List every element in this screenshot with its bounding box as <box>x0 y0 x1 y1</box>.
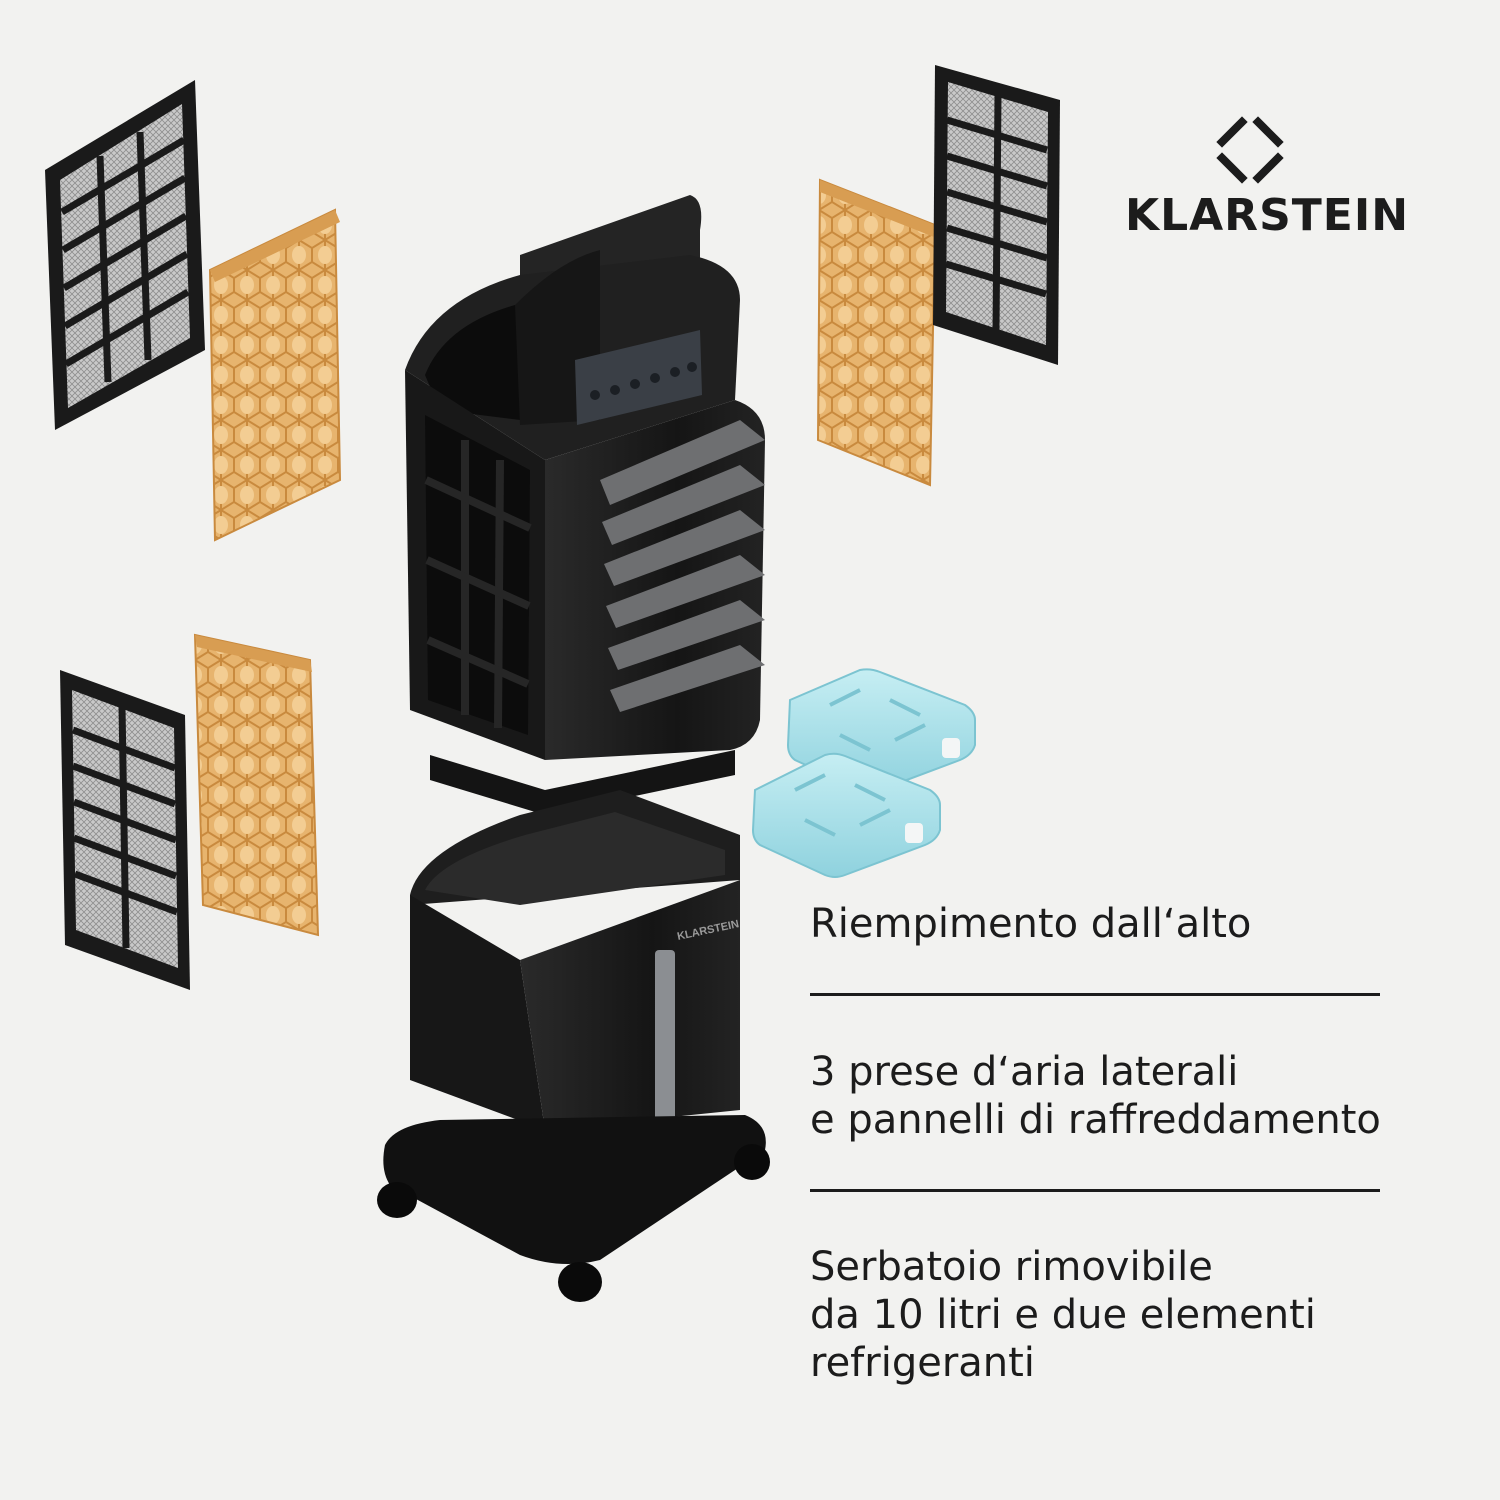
cooling-pad-top-left <box>208 208 342 542</box>
feature-divider <box>810 1189 1380 1192</box>
air-louvres <box>600 420 765 712</box>
water-level-window <box>655 950 675 1130</box>
feature-top-fill: Riempimento dall‘alto <box>810 900 1410 948</box>
cooling-pad-top-right <box>816 178 937 487</box>
cooling-pad-bottom-left <box>193 633 320 937</box>
feature-divider <box>810 993 1380 996</box>
water-tank: KLARSTEIN <box>377 790 770 1302</box>
feature-line: da 10 litri e due elementi <box>810 1292 1316 1338</box>
castor-wheel <box>558 1262 602 1302</box>
feature-removable-tank: Serbatoio rimovibile da 10 litri e due e… <box>810 1243 1410 1387</box>
castor-wheel <box>734 1144 770 1180</box>
castor-wheel <box>377 1182 417 1218</box>
klarstein-diamond-logo-icon <box>1216 116 1284 184</box>
feature-line: refrigeranti <box>810 1340 1035 1386</box>
filter-grille-top-right <box>933 65 1060 365</box>
filter-grille-bottom-left <box>60 670 190 990</box>
feature-line: e pannelli di raffreddamento <box>810 1097 1381 1143</box>
filter-grille-top-left <box>45 80 205 430</box>
control-buttons <box>590 362 697 400</box>
air-cooler-upper-unit <box>405 195 765 815</box>
feature-line: Serbatoio rimovibile <box>810 1244 1213 1290</box>
feature-air-intakes: 3 prese d‘aria laterali e pannelli di ra… <box>810 1048 1410 1144</box>
ice-pack-lower <box>751 752 941 878</box>
feature-line: 3 prese d‘aria laterali <box>810 1049 1239 1095</box>
brand-name: KLARSTEIN <box>1125 190 1410 241</box>
feature-line: Riempimento dall‘alto <box>810 901 1252 947</box>
